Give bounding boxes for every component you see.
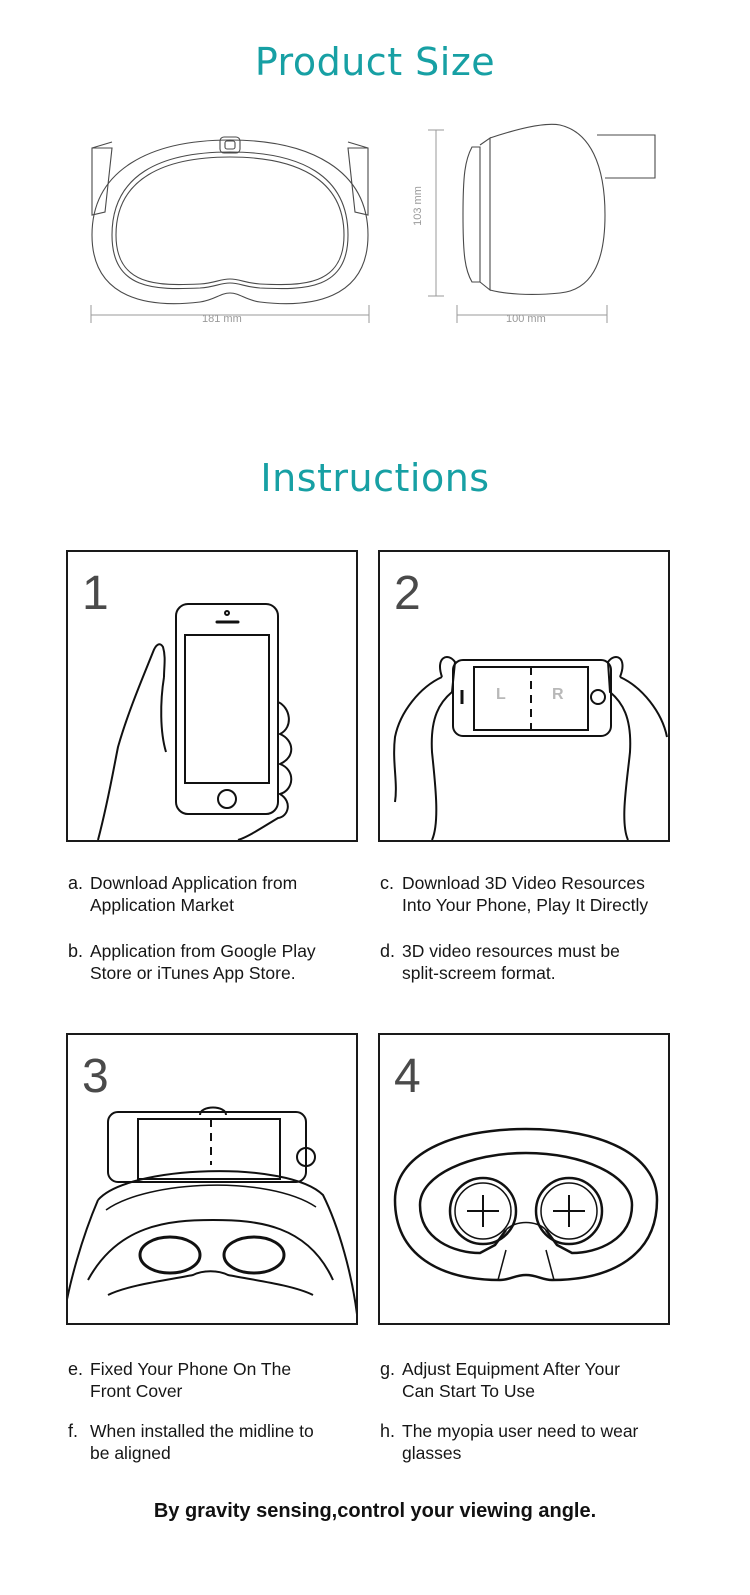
step-letter: f. (68, 1421, 79, 1441)
step-text-line: Application from Google Play (90, 941, 316, 961)
headset-side-view-icon (462, 123, 656, 295)
step-text-line: Download 3D Video Resources (402, 873, 645, 893)
product-size-drawing (90, 123, 656, 323)
step-letter: c. (380, 873, 395, 893)
step-letter: e. (68, 1359, 84, 1379)
step-text-line: The myopia user need to wear (402, 1421, 639, 1441)
headset-front-view-icon (91, 136, 369, 305)
step-letter: a. (68, 873, 84, 893)
step-number: 1 (82, 567, 109, 620)
step-text-line: Application Market (90, 895, 234, 915)
instruction-panel-2: 2 L R (378, 550, 670, 842)
height-dimension-label: 103 mm (411, 186, 424, 226)
step-text-line: Front Cover (90, 1381, 183, 1401)
step-text-line: Into Your Phone, Play It Directly (402, 895, 649, 915)
product-size-title: Product Size (254, 40, 496, 84)
step-text-line: Fixed Your Phone On The (90, 1359, 292, 1379)
footer-tagline: By gravity sensing,control your viewing … (153, 1500, 597, 1522)
step-number: 3 (82, 1050, 109, 1103)
depth-dimension-label: 100 mm (506, 313, 546, 325)
width-dimension-line (90, 305, 370, 323)
height-dimension-line (428, 129, 444, 297)
step-letter: d. (380, 941, 396, 961)
width-dimension-label: 181 mm (202, 313, 242, 325)
step-text-line: split-screem format. (402, 963, 556, 983)
step-text-line: Adjust Equipment After Your (402, 1359, 620, 1379)
step-text-line: Store or iTunes App Store. (90, 963, 296, 983)
vr-headset-lenses-icon (393, 1127, 659, 1282)
depth-dimension-line (456, 305, 608, 323)
instruction-panel-1: 1 (66, 550, 358, 842)
step-text-line: Can Start To Use (402, 1381, 535, 1401)
screen-right-label: R (552, 686, 564, 703)
step-text-line: be aligned (90, 1443, 171, 1463)
step-number: 4 (394, 1050, 421, 1103)
step-letter: h. (380, 1421, 396, 1441)
step-text-line: Download Application from (90, 873, 298, 893)
instruction-panel-3: 3 (66, 1033, 358, 1325)
instructions-title: Instructions (260, 456, 490, 500)
hands-holding-phone-landscape-icon (393, 656, 668, 840)
step-text-line: When installed the midline to (90, 1421, 314, 1441)
step-text-line: glasses (402, 1443, 462, 1463)
step-letter: g. (380, 1359, 396, 1379)
screen-left-label: L (496, 686, 506, 703)
step-number: 2 (394, 567, 421, 620)
step-letter: b. (68, 941, 84, 961)
hand-holding-phone-icon (97, 603, 293, 840)
instruction-panel-4: 4 (378, 1033, 670, 1325)
phone-in-vr-headset-icon (68, 1106, 356, 1315)
step-text-line: 3D video resources must be (402, 941, 620, 961)
